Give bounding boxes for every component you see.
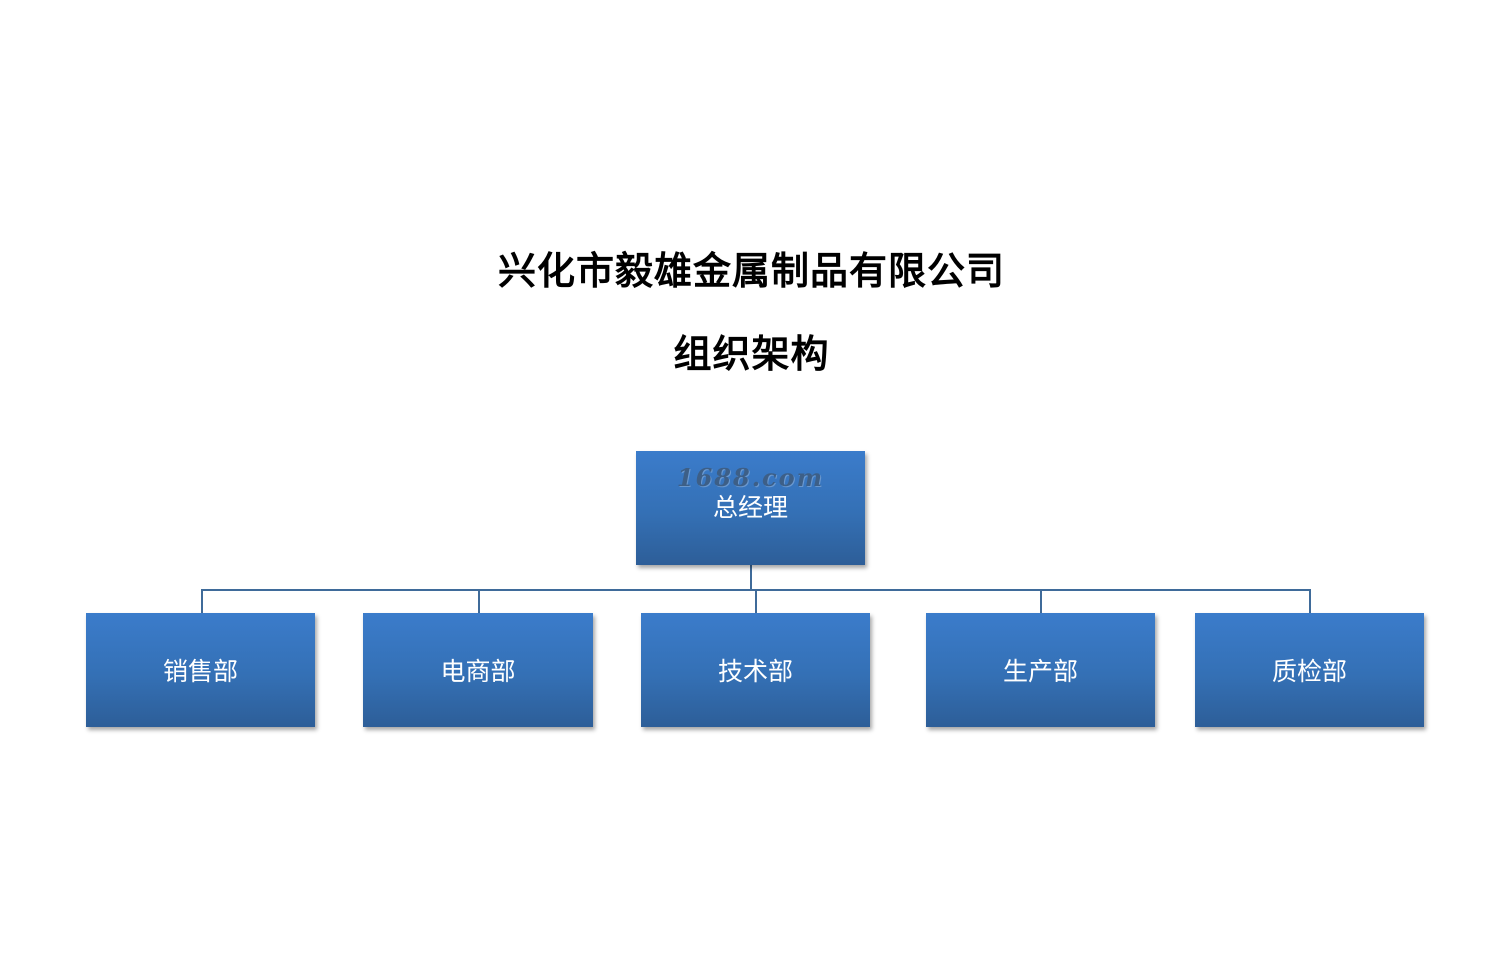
connector-dept-1 [201,589,203,613]
chart-title: 组织架构 [673,332,830,376]
watermark-logo: 1688.com [676,463,825,492]
org-node-label: 生产部 [1002,657,1078,686]
org-node-label: 质检部 [1271,657,1347,686]
org-node-label: 技术部 [717,657,793,686]
org-node-general-manager: 1688.com 总经理 [636,451,865,565]
org-node-quality: 质检部 [1195,613,1424,727]
connector-dept-5 [1309,589,1311,613]
connector-dept-3 [755,589,757,613]
connector-root-down [750,565,752,590]
org-node-ecommerce: 电商部 [363,613,593,727]
company-title: 兴化市毅雄金属制品有限公司 [497,249,1005,293]
org-node-label: 总经理 [712,493,788,522]
org-node-label: 销售部 [162,657,238,686]
org-node-label: 电商部 [440,657,516,686]
connector-dept-2 [478,589,480,613]
org-node-production: 生产部 [926,613,1155,727]
org-node-technology: 技术部 [641,613,870,727]
connector-dept-4 [1040,589,1042,613]
org-node-sales: 销售部 [86,613,315,727]
